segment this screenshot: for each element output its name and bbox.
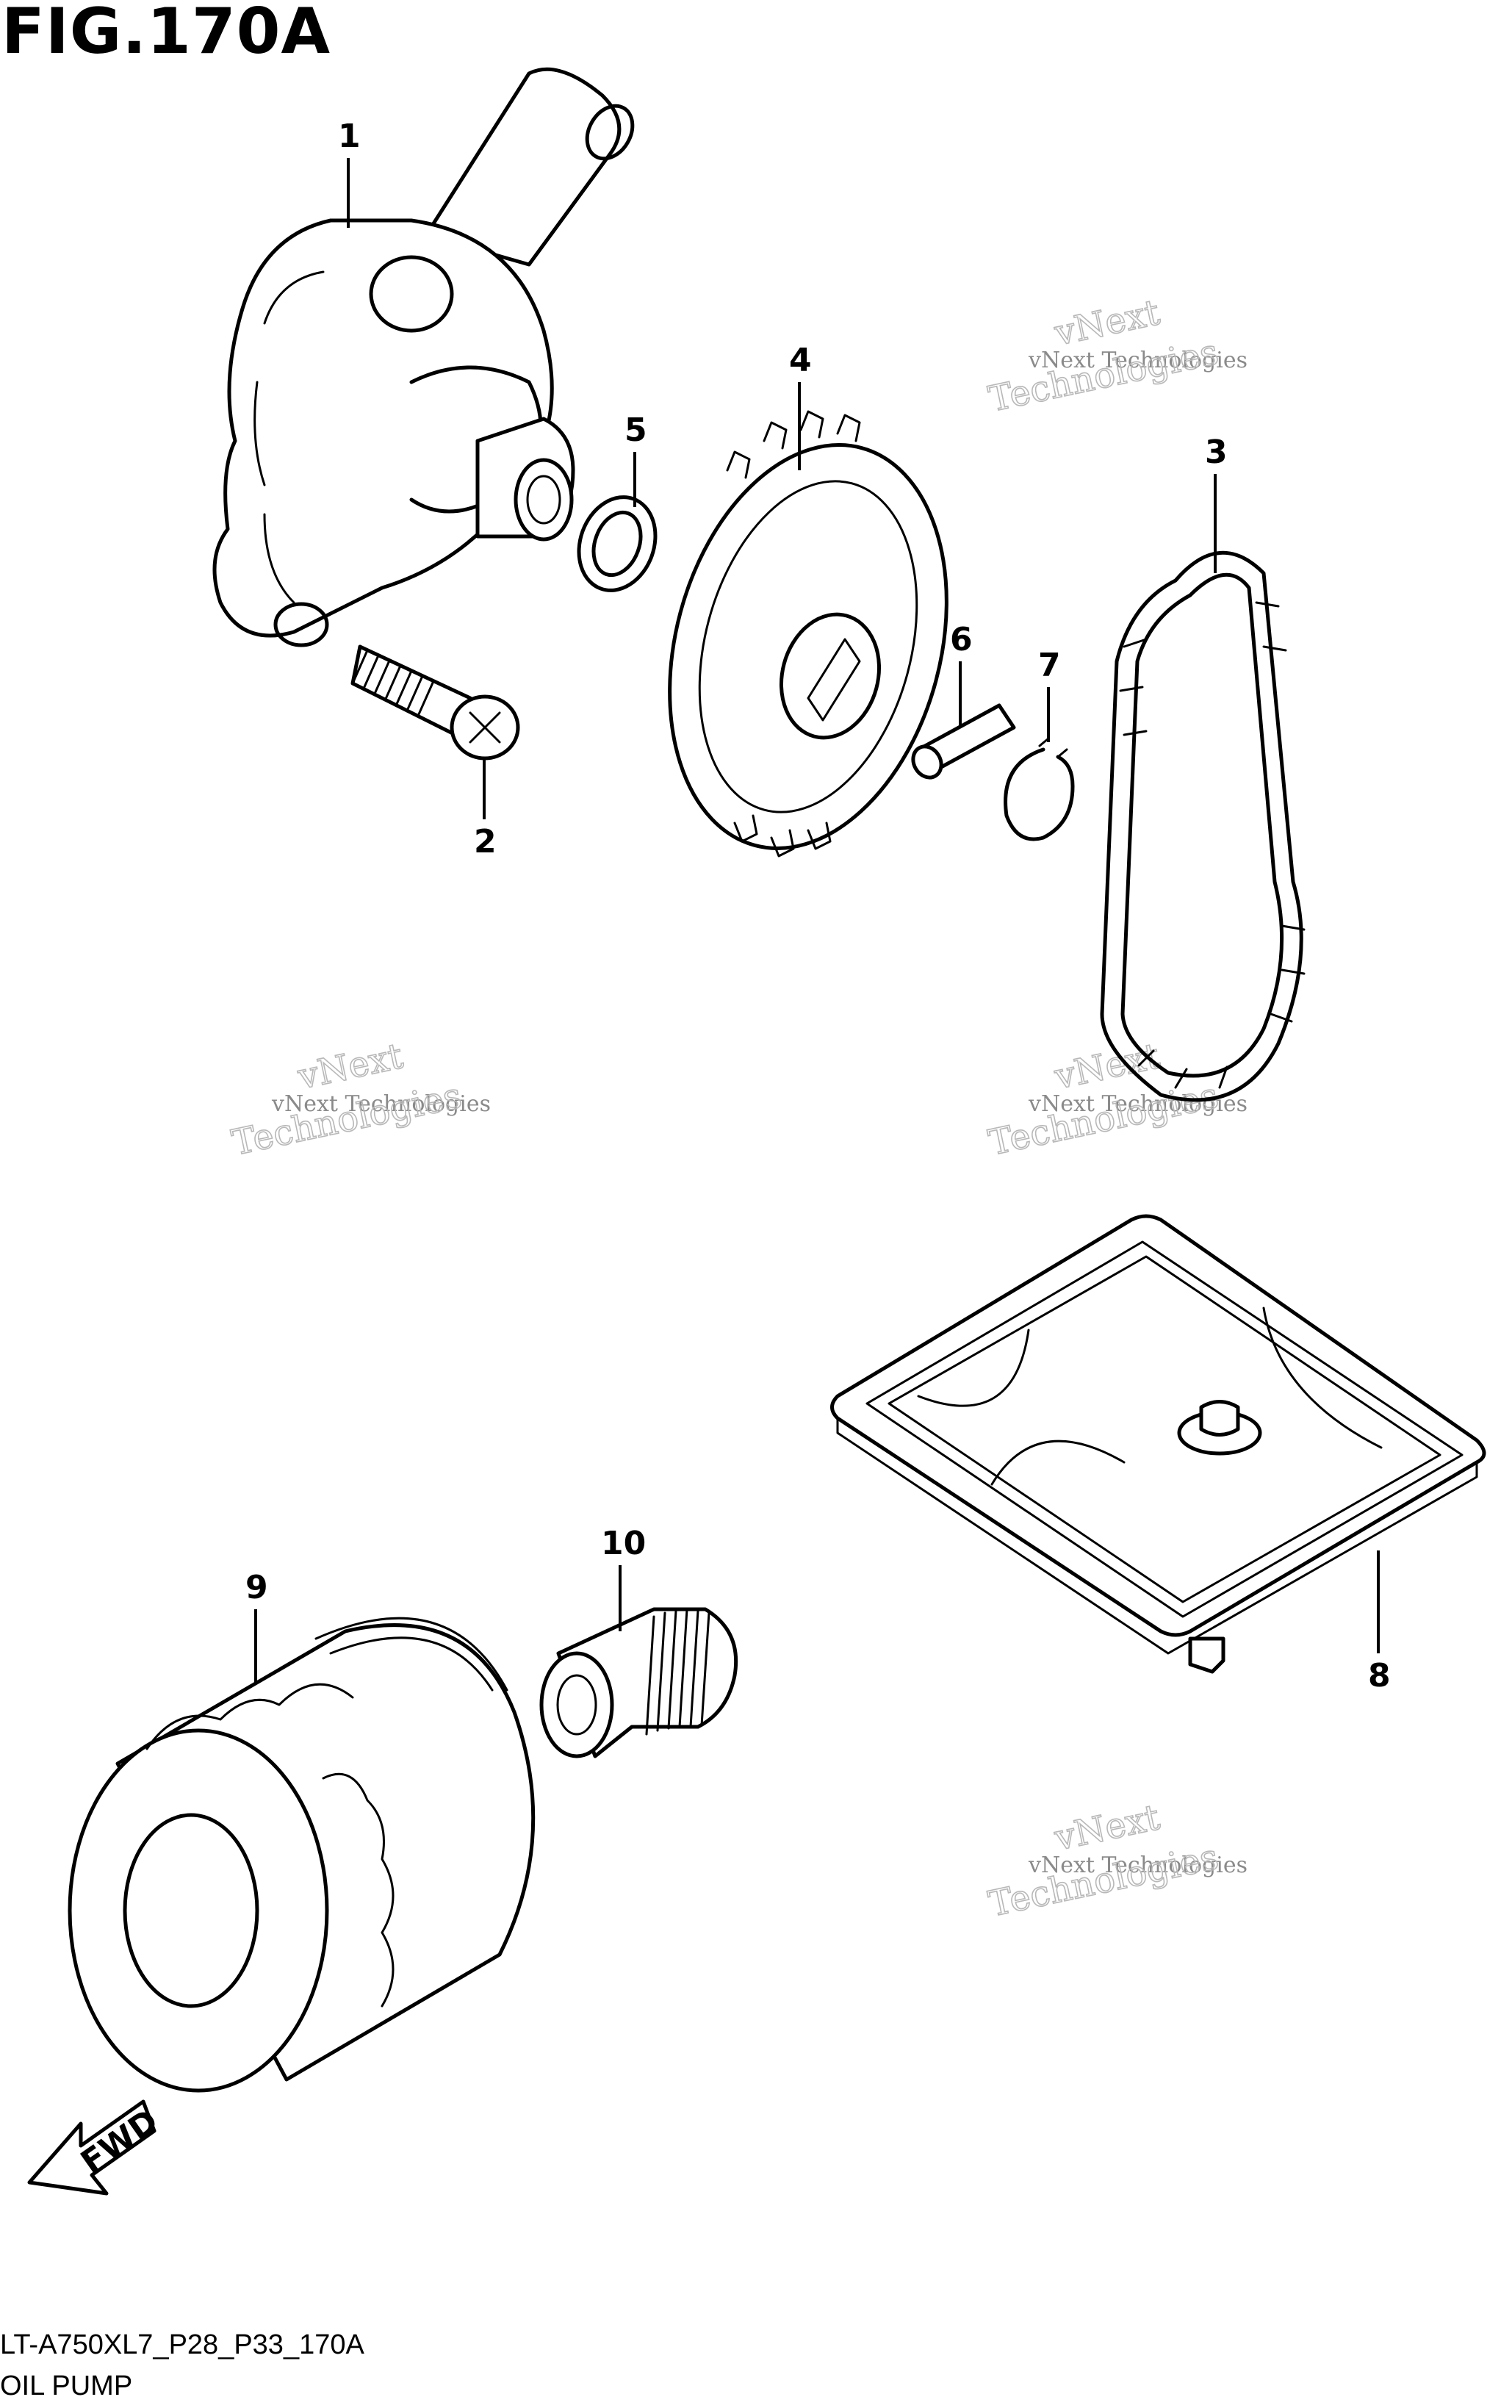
svg-text:vNext Technologies: vNext Technologies [271,1091,491,1117]
svg-text:10: 10 [601,1525,646,1562]
svg-text:1: 1 [338,118,361,155]
svg-text:vNext: vNext [1051,1035,1163,1098]
bolt [350,644,520,761]
svg-text:5: 5 [624,411,647,449]
forward-direction-arrow: FWD [27,2099,165,2196]
circlip [1004,737,1075,841]
callout-5: 5 [624,411,647,507]
svg-text:vNext: vNext [1051,292,1163,354]
dowel-pin [911,703,1016,780]
oil-pump-body [212,67,635,647]
callout-7: 7 [1038,647,1061,742]
figure-name: OIL PUMP [0,2371,133,2401]
union-bolt [539,1607,738,1758]
oil-filter [68,1617,536,2093]
ring-seal [577,495,658,592]
figure-title: FIG.170A [1,0,331,68]
svg-text:7: 7 [1038,647,1061,684]
callout-3: 3 [1205,434,1228,573]
svg-text:3: 3 [1205,434,1228,471]
svg-text:9: 9 [245,1569,268,1606]
svg-text:8: 8 [1368,1657,1391,1694]
callout-10: 10 [601,1525,646,1631]
svg-text:vNext Technologies: vNext Technologies [1028,348,1248,373]
watermark-bottom-right: vNext Technologies vNext Technologies [984,1796,1248,1925]
callout-1: 1 [338,118,361,228]
callout-4: 4 [789,342,812,470]
svg-text:6: 6 [950,621,973,658]
svg-text:vNext Technologies: vNext Technologies [1028,1091,1248,1117]
figure-code: LT-A750XL7_P28_P33_170A [0,2329,364,2360]
callout-2: 2 [474,757,497,860]
svg-text:vNext Technologies: vNext Technologies [1028,1852,1248,1878]
svg-text:vNext: vNext [1051,1797,1163,1859]
watermark-mid-left: vNext Technologies vNext Technologies [228,1035,491,1164]
fwd-label: FWD [74,2102,165,2182]
callout-9: 9 [245,1569,268,1683]
callout-6: 6 [950,621,973,727]
svg-text:vNext: vNext [294,1035,406,1098]
callout-8: 8 [1368,1550,1391,1694]
watermark-top-right: vNext Technologies vNext Technologies [984,291,1248,420]
drive-chain [1100,550,1306,1102]
oil-strainer [830,1214,1486,1674]
svg-text:2: 2 [474,823,497,860]
pump-sprocket [668,410,948,858]
svg-text:4: 4 [789,342,812,379]
